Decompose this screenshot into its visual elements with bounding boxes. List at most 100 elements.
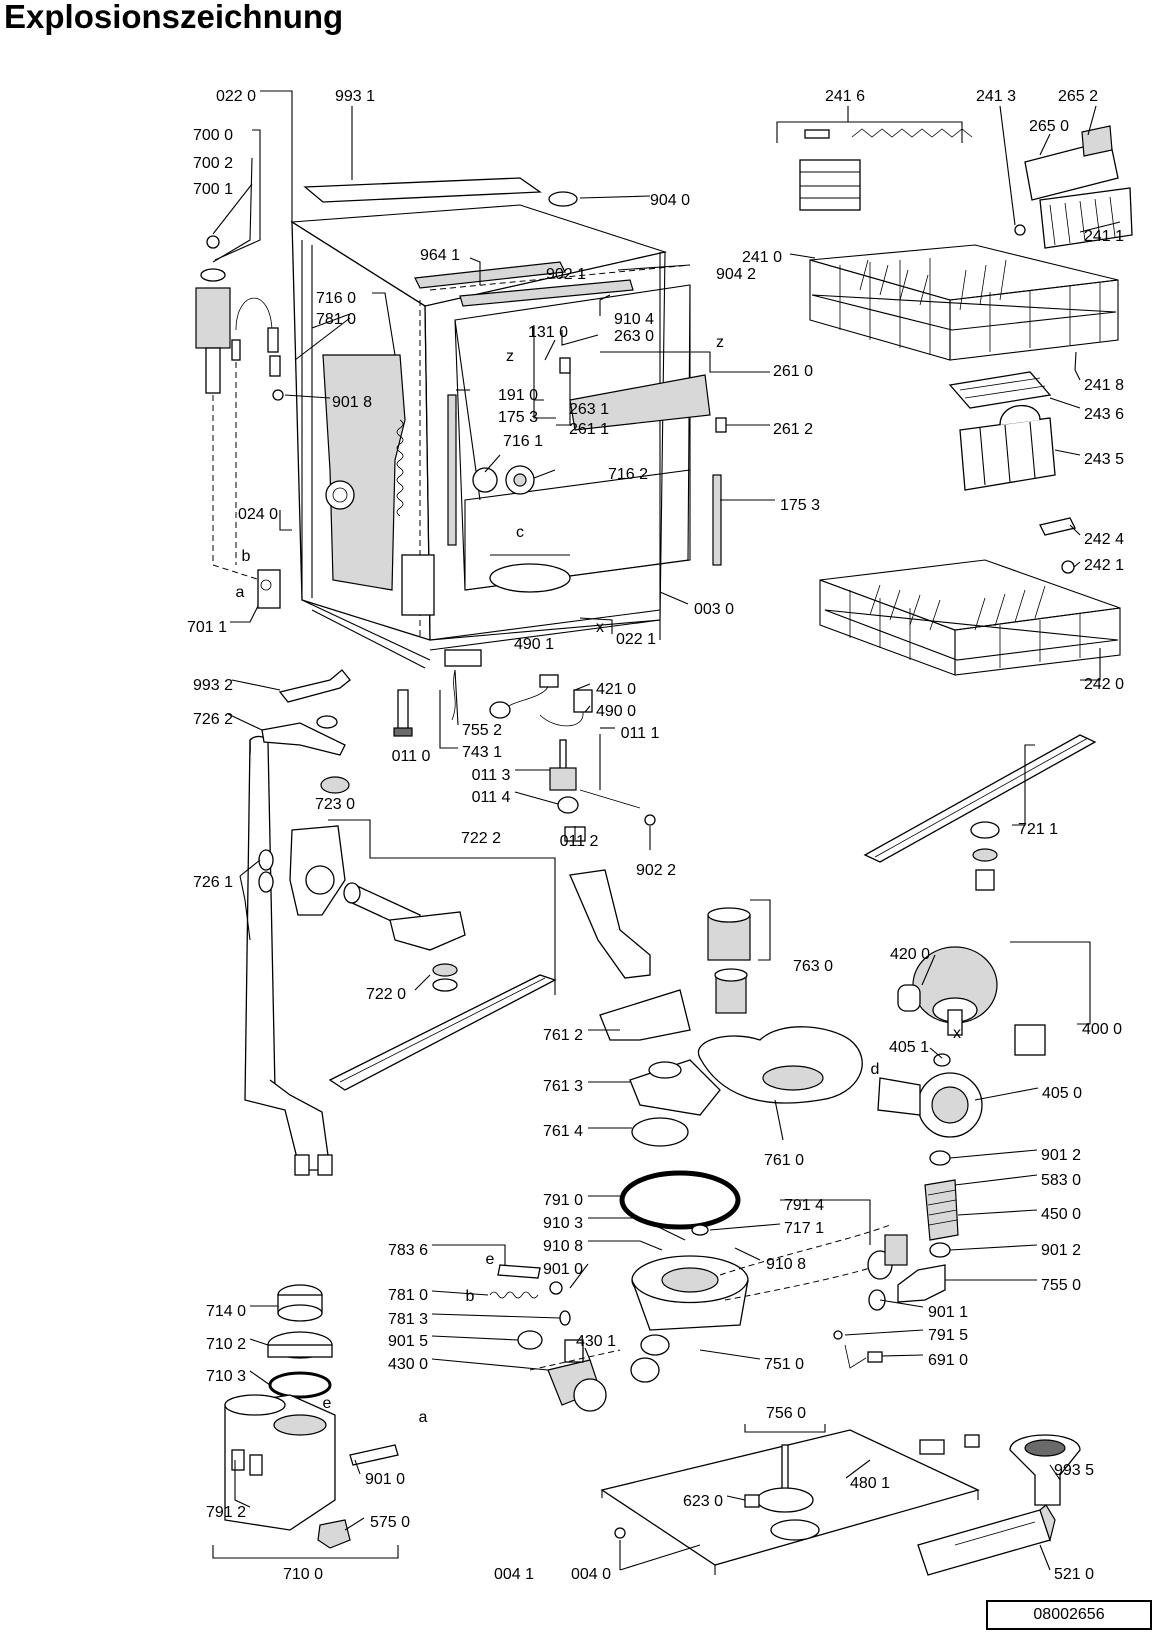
base-group <box>600 1429 1081 1576</box>
part-label-430-0: 430 0 <box>388 1356 428 1373</box>
part-label-722-0: 722 0 <box>366 986 406 1003</box>
part-label-763-0: 763 0 <box>793 958 833 975</box>
part-label-710-2: 710 2 <box>206 1336 246 1353</box>
part-label-011-3: 011 3 <box>472 767 511 784</box>
part-label-716-2: 716 2 <box>608 466 648 483</box>
part-label-405-0: 405 0 <box>1042 1085 1082 1102</box>
part-label-910-3: 910 3 <box>543 1215 583 1232</box>
part-label-243-6: 243 6 <box>1084 406 1124 423</box>
part-label-004-0: 004 0 <box>571 1566 611 1583</box>
part-label-901-0-bottom: 901 0 <box>365 1471 405 1488</box>
part-label-241-0: 241 0 <box>742 249 782 266</box>
pump-group <box>691 946 1046 1369</box>
part-label-263-0: 263 0 <box>614 328 654 345</box>
part-label-011-2: 011 2 <box>560 833 599 850</box>
part-label-420-0: 420 0 <box>890 946 930 963</box>
page-title: Explosionszeichnung <box>4 0 344 35</box>
part-label-756-0: 756 0 <box>766 1405 806 1422</box>
document-number: 08002656 <box>986 1600 1152 1630</box>
part-label-743-1: 743 1 <box>462 744 502 761</box>
part-label-910-8-left: 910 8 <box>543 1238 583 1255</box>
part-label-722-2: 722 2 <box>461 830 501 847</box>
part-label-717-1: 717 1 <box>784 1220 824 1237</box>
part-label-242-1: 242 1 <box>1084 557 1124 574</box>
part-label-761-2: 761 2 <box>543 1027 583 1044</box>
connection-letter: e <box>486 1251 495 1268</box>
part-label-242-0: 242 0 <box>1084 676 1124 693</box>
part-label-904-2: 904 2 <box>716 266 756 283</box>
connection-letter: b <box>466 1288 475 1305</box>
part-label-490-0: 490 0 <box>596 703 636 720</box>
part-label-175-3-top: 175 3 <box>498 409 538 426</box>
part-label-716-0: 716 0 <box>316 290 356 307</box>
part-label-910-8-right: 910 8 <box>766 1256 806 1273</box>
part-label-791-2: 791 2 <box>206 1504 246 1521</box>
part-label-904-0: 904 0 <box>650 192 690 209</box>
part-label-710-3: 710 3 <box>206 1368 246 1385</box>
part-label-761-4: 761 4 <box>543 1123 583 1140</box>
connection-letter: c <box>516 524 524 541</box>
part-label-490-1: 490 1 <box>514 636 554 653</box>
electrical-group <box>444 649 656 842</box>
connection-letter: x <box>953 1025 961 1042</box>
part-label-004-1: 004 1 <box>494 1566 534 1583</box>
part-label-480-1: 480 1 <box>850 1475 890 1492</box>
part-label-761-3: 761 3 <box>543 1078 583 1095</box>
lower-basket-group <box>819 517 1121 676</box>
connection-letter: e <box>323 1395 332 1412</box>
part-label-901-8: 901 8 <box>332 394 372 411</box>
part-label-405-1: 405 1 <box>889 1039 929 1056</box>
part-label-901-5: 901 5 <box>388 1333 428 1350</box>
part-label-263-1: 263 1 <box>569 401 609 418</box>
part-label-714-0: 714 0 <box>206 1303 246 1320</box>
connection-letter: z <box>716 334 724 351</box>
part-label-011-0: 011 0 <box>392 748 431 765</box>
part-label-265-0: 265 0 <box>1029 118 1069 135</box>
part-label-450-0: 450 0 <box>1041 1206 1081 1223</box>
part-label-761-0: 761 0 <box>764 1152 804 1169</box>
part-label-583-0: 583 0 <box>1041 1172 1081 1189</box>
connection-letter: z <box>506 348 514 365</box>
part-label-755-2: 755 2 <box>462 722 502 739</box>
part-label-243-5: 243 5 <box>1084 451 1124 468</box>
spray-arms-group <box>244 715 1097 1176</box>
part-label-261-1: 261 1 <box>569 421 609 438</box>
part-label-261-2: 261 2 <box>773 421 813 438</box>
softener-group <box>212 1284 399 1559</box>
part-label-964-1: 964 1 <box>420 247 460 264</box>
part-label-791-4: 791 4 <box>784 1197 824 1214</box>
part-label-400-0: 400 0 <box>1082 1021 1122 1038</box>
part-label-430-1: 430 1 <box>576 1333 616 1350</box>
part-label-242-4: 242 4 <box>1084 531 1124 548</box>
part-label-710-0: 710 0 <box>283 1566 323 1583</box>
part-label-901-1: 901 1 <box>928 1304 968 1321</box>
part-label-003-0: 003 0 <box>694 601 734 618</box>
part-label-265-2: 265 2 <box>1058 88 1098 105</box>
part-label-024-0: 024 0 <box>238 506 278 523</box>
part-label-993-5: 993 5 <box>1054 1462 1094 1479</box>
part-label-691-0: 691 0 <box>928 1352 968 1369</box>
water-inlet-group <box>195 235 351 703</box>
connection-letter: b <box>242 548 251 565</box>
part-label-131-0: 131 0 <box>528 324 568 341</box>
part-label-700-0: 700 0 <box>193 127 233 144</box>
part-label-241-6: 241 6 <box>825 88 865 105</box>
part-label-901-0-top: 901 0 <box>543 1261 583 1278</box>
part-label-726-2: 726 2 <box>193 711 233 728</box>
part-label-902-1: 902 1 <box>546 266 586 283</box>
connection-letter: d <box>871 1061 880 1078</box>
sump-group <box>489 869 891 1412</box>
part-label-723-0: 723 0 <box>315 796 355 813</box>
part-label-022-1: 022 1 <box>616 631 656 648</box>
part-label-575-0: 575 0 <box>370 1514 410 1531</box>
part-label-751-0: 751 0 <box>764 1356 804 1373</box>
part-label-993-1: 993 1 <box>335 88 375 105</box>
part-label-700-1: 700 1 <box>193 181 233 198</box>
part-label-755-0: 755 0 <box>1041 1277 1081 1294</box>
part-label-261-0: 261 0 <box>773 363 813 380</box>
part-label-241-3: 241 3 <box>976 88 1016 105</box>
part-label-910-4: 910 4 <box>614 311 654 328</box>
upper-basket-group <box>799 125 1133 491</box>
part-label-421-0: 421 0 <box>596 681 636 698</box>
